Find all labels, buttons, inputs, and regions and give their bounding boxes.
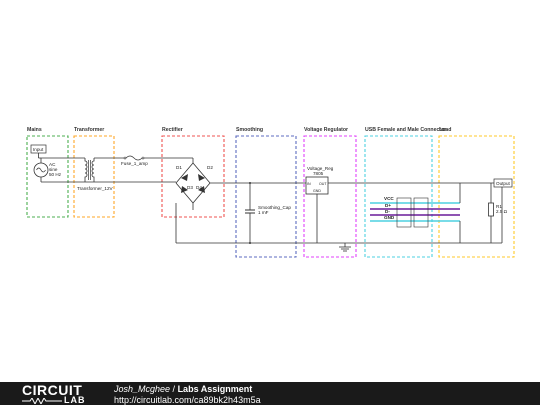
regulator-pin-in: IN: [307, 182, 311, 186]
section-title-usb: USB Female and Male Connector: [365, 127, 446, 133]
output-flag: [493, 178, 513, 188]
transformer: Transformer_12V: [77, 158, 114, 191]
breadcrumb-separator: /: [170, 384, 178, 394]
smoothing-capacitor: Smoothing_Cap 1 mF: [245, 183, 291, 243]
diode-d1: [181, 174, 188, 181]
footer-bar: [0, 382, 540, 405]
section-title-transformer: Transformer: [74, 127, 104, 133]
diode-label-d1: D1: [176, 165, 182, 170]
resistor-r1: [488, 202, 494, 217]
usb-line-vcc: VCC: [384, 196, 394, 201]
section-box-rectifier: [161, 135, 225, 218]
breadcrumb: Josh_Mcghee / Labs Assignment: [114, 384, 252, 394]
resistor-label-name: R1: [496, 204, 502, 209]
section-box-usb: [364, 135, 433, 258]
circuit-title[interactable]: Labs Assignment: [177, 384, 253, 394]
capacitor-label-name: Smoothing_Cap: [258, 205, 291, 210]
fuse-label: Fuse_1_amp: [121, 161, 148, 166]
section-title-mains: Mains: [27, 127, 42, 133]
regulator-pin-out: OUT: [319, 182, 327, 186]
ac-label-frequency: 50 Hz: [49, 172, 62, 177]
diode-d2: [198, 174, 205, 181]
section-box-smoothing: [235, 135, 297, 258]
regulator-pin-gnd: GND: [313, 189, 321, 193]
diode-d4: [198, 186, 205, 193]
output-label: Output: [496, 181, 511, 186]
load-circuit: R1 2.5 Ω Output: [459, 178, 513, 243]
resistor-logo-icon: [22, 398, 62, 404]
usb-line-dminus: D-: [385, 209, 390, 214]
diode-label-d4: D4: [196, 185, 202, 190]
fuse: Fuse_1_amp: [94, 155, 193, 166]
section-title-rectifier: Rectifier: [162, 127, 183, 133]
diode-d3: [181, 186, 188, 193]
ac-label-type: AC: [49, 162, 56, 167]
author-link[interactable]: Josh_Mcghee: [114, 384, 171, 394]
diode-label-d2: D2: [207, 165, 213, 170]
ac-label-wave: sine: [49, 167, 58, 172]
bridge-rectifier: D1 D2 D3 D4: [85, 158, 213, 204]
usb-connector: VCC D+ D- GND: [370, 196, 460, 228]
section-title-smoothing: Smoothing: [236, 127, 263, 133]
circuit-url[interactable]: http://circuitlab.com/ca89bk2h43m5a: [114, 395, 261, 405]
diode-label-d3: D3: [187, 185, 193, 190]
section-box-transformer: [73, 135, 115, 218]
ac-source: Input AC sine 50 Hz: [30, 144, 85, 183]
regulator-name-label: Voltage_Reg: [307, 166, 334, 171]
section-title-load: Load: [439, 127, 451, 133]
capacitor-label-value: 1 mF: [258, 210, 269, 215]
transformer-label: Transformer_12V: [77, 186, 114, 191]
schematic-canvas: Mains Transformer Rectifier Smoothing Vo…: [26, 127, 515, 258]
voltage-regulator: Voltage_Reg 7805 IN OUT GND: [305, 166, 502, 252]
regulator-part-label: 7805: [313, 171, 324, 176]
section-box-regulator: [303, 135, 357, 258]
logo-text-bottom: LAB: [64, 395, 86, 405]
input-label: Input: [33, 147, 44, 152]
section-box-mains: [26, 135, 69, 218]
section-box-load: [438, 135, 515, 258]
usb-line-gnd: GND: [384, 215, 395, 220]
usb-line-dplus: D+: [385, 203, 391, 208]
logo-text-top: CIRCUIT: [22, 382, 83, 398]
section-title-regulator: Voltage Regulator: [304, 127, 348, 133]
